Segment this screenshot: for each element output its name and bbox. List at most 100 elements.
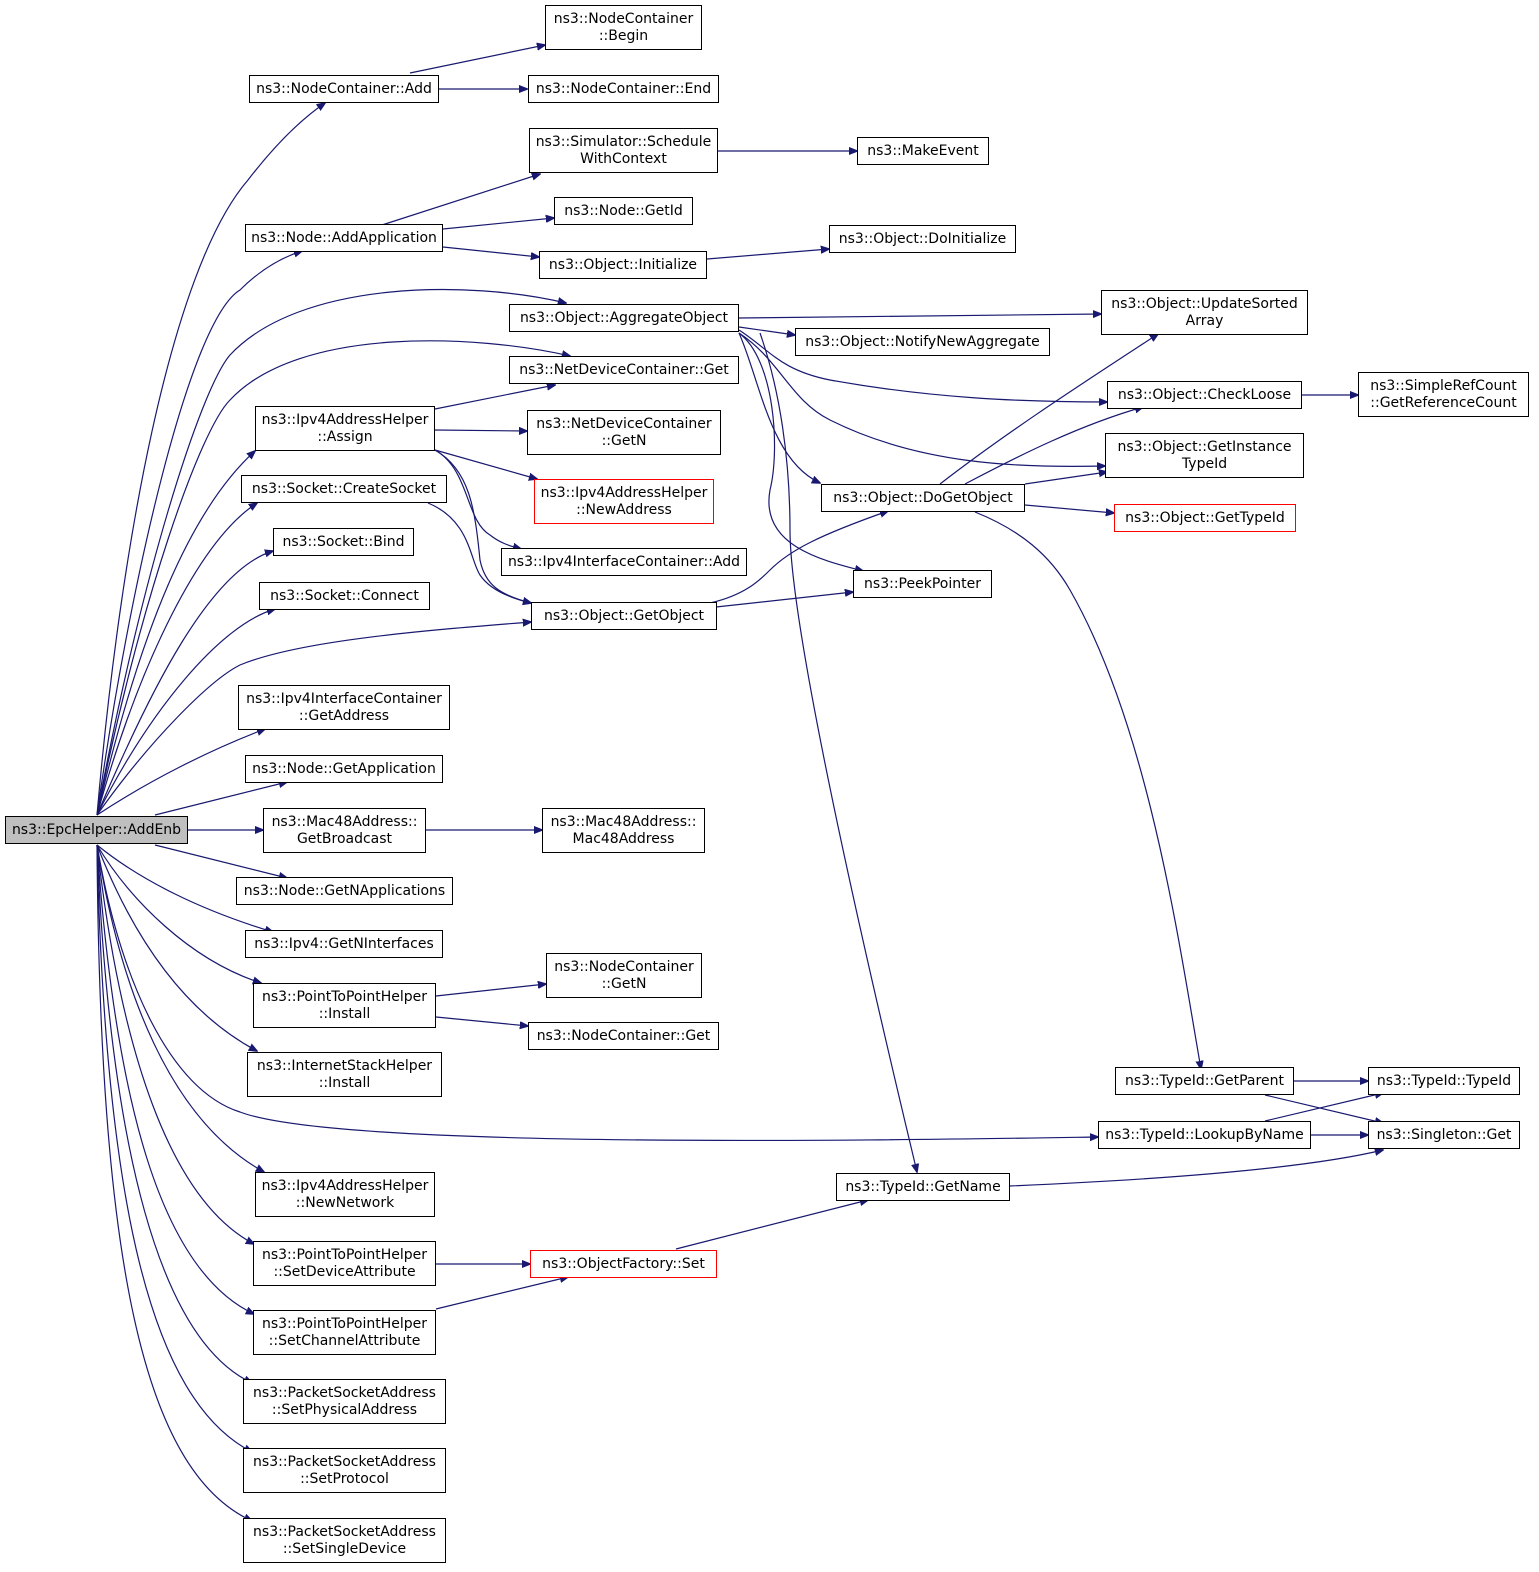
node-epchelper-addenb: ns3::EpcHelper::AddEnb <box>5 816 188 844</box>
node-packetsocketaddress-setsingledevice[interactable]: ns3::PacketSocketAddress::SetSingleDevic… <box>243 1518 446 1563</box>
node-object-getobject[interactable]: ns3::Object::GetObject <box>531 602 717 630</box>
node-label: Array <box>1185 312 1224 329</box>
node-ipv4interfacecontainer-add[interactable]: ns3::Ipv4InterfaceContainer::Add <box>501 548 747 576</box>
node-netdevicecontainer-get[interactable]: ns3::NetDeviceContainer::Get <box>509 356 739 384</box>
node-node-getnapplications[interactable]: ns3::Node::GetNApplications <box>236 877 453 905</box>
node-packetsocketaddress-setprotocol[interactable]: ns3::PacketSocketAddress::SetProtocol <box>243 1448 446 1493</box>
edge-addenb-to-pointtopointhelper-setdeviceattribute <box>96 844 254 1244</box>
node-object-gettypeid[interactable]: ns3::Object::GetTypeId <box>1114 504 1296 532</box>
node-object-notifynewaggregate[interactable]: ns3::Object::NotifyNewAggregate <box>795 328 1050 356</box>
node-pointtopointhelper-install[interactable]: ns3::PointToPointHelper::Install <box>253 983 436 1028</box>
node-peekpointer[interactable]: ns3::PeekPointer <box>853 570 992 598</box>
edge-addenb-to-pointtopointhelper-install <box>96 844 261 983</box>
node-typeid-getname[interactable]: ns3::TypeId::GetName <box>836 1173 1010 1201</box>
edge-dogetobject-to-checkloose <box>964 407 1143 485</box>
node-label: ns3::Node::AddApplication <box>251 229 437 246</box>
node-object-dogetobject[interactable]: ns3::Object::DoGetObject <box>821 484 1025 512</box>
edge-addenb-to-typeid-lookupbyname <box>96 844 1098 1140</box>
node-node-getid[interactable]: ns3::Node::GetId <box>554 197 693 225</box>
node-nodecontainer-begin[interactable]: ns3::NodeContainer::Begin <box>545 5 702 50</box>
node-label: ns3::TypeId::TypeId <box>1376 1072 1512 1089</box>
edge-addenb-to-node-addapplication <box>96 251 302 816</box>
node-label: ::SetPhysicalAddress <box>271 1401 418 1418</box>
edge-ipv4addresshelper-assign-to-netdevicecontainer-getn <box>434 430 527 431</box>
node-label: ns3::NodeContainer::Get <box>536 1027 711 1044</box>
node-label: ::NewAddress <box>576 501 672 518</box>
node-label: ns3::PeekPointer <box>864 575 981 592</box>
node-label: ns3::Socket::Bind <box>282 533 405 550</box>
node-label: ns3::Object::GetObject <box>543 607 705 624</box>
node-label: ns3::NodeContainer <box>553 10 694 27</box>
node-pointtopointhelper-setchannelattribute[interactable]: ns3::PointToPointHelper::SetChannelAttri… <box>253 1310 436 1355</box>
node-label: WithContext <box>580 150 667 167</box>
node-socket-createsocket[interactable]: ns3::Socket::CreateSocket <box>241 475 447 503</box>
edge-addenb-to-object-getobject <box>96 622 531 816</box>
node-packetsocketaddress-setphysicaladdress[interactable]: ns3::PacketSocketAddress::SetPhysicalAdd… <box>243 1379 446 1424</box>
node-label: ns3::TypeId::GetParent <box>1125 1072 1284 1089</box>
node-label: ns3::Object::UpdateSorted <box>1111 295 1298 312</box>
node-label: ns3::Simulator::Schedule <box>535 133 712 150</box>
node-label: ::GetReferenceCount <box>1370 394 1517 411</box>
edge-aggregateobject-to-dogetobject <box>738 332 820 483</box>
node-socket-connect[interactable]: ns3::Socket::Connect <box>259 582 430 610</box>
node-label: ns3::Node::GetApplication <box>252 760 436 777</box>
node-label: ns3::PointToPointHelper <box>261 1246 428 1263</box>
node-label: ns3::Ipv4AddressHelper <box>261 1177 429 1194</box>
node-singleton-get[interactable]: ns3::Singleton::Get <box>1368 1121 1520 1149</box>
node-label: ns3::PointToPointHelper <box>261 988 428 1005</box>
edge-dogetobject-to-updatesortedarray <box>939 334 1158 485</box>
node-nodecontainer-end[interactable]: ns3::NodeContainer::End <box>528 75 719 103</box>
node-label: ::SetProtocol <box>300 1470 389 1487</box>
node-ipv4addresshelper-assign[interactable]: ns3::Ipv4AddressHelper::Assign <box>255 406 435 451</box>
edge-node-addapplication-to-node-getid <box>442 218 554 230</box>
node-object-initialize[interactable]: ns3::Object::Initialize <box>539 251 707 279</box>
node-node-addapplication[interactable]: ns3::Node::AddApplication <box>245 224 443 252</box>
node-simplerefcount-getreferencecount[interactable]: ns3::SimpleRefCount::GetReferenceCount <box>1358 372 1529 417</box>
node-netdevicecontainer-getn[interactable]: ns3::NetDeviceContainer::GetN <box>527 410 721 455</box>
node-nodecontainer-get[interactable]: ns3::NodeContainer::Get <box>528 1022 719 1050</box>
node-label: ::GetN <box>601 432 647 449</box>
node-label: TypeId <box>1181 455 1228 472</box>
node-ipv4addresshelper-newnetwork[interactable]: ns3::Ipv4AddressHelper::NewNetwork <box>255 1172 435 1217</box>
node-ipv4-getninterfaces[interactable]: ns3::Ipv4::GetNInterfaces <box>245 930 443 958</box>
node-label: ns3::Mac48Address:: <box>271 813 418 830</box>
node-ipv4addresshelper-newaddress[interactable]: ns3::Ipv4AddressHelper::NewAddress <box>534 479 714 524</box>
node-nodecontainer-add[interactable]: ns3::NodeContainer::Add <box>249 75 439 103</box>
node-label: ns3::ObjectFactory::Set <box>542 1255 705 1272</box>
node-typeid-typeid[interactable]: ns3::TypeId::TypeId <box>1368 1067 1520 1095</box>
edge-pointtopointhelper-install-to-nodecontainer-get <box>435 1016 528 1026</box>
edge-addenb-to-packetsocketaddress-setphysicaladdress <box>96 844 252 1383</box>
node-object-checkloose[interactable]: ns3::Object::CheckLoose <box>1107 381 1302 409</box>
node-label: ns3::PacketSocketAddress <box>253 1453 436 1470</box>
node-pointtopointhelper-setdeviceattribute[interactable]: ns3::PointToPointHelper::SetDeviceAttrib… <box>253 1241 436 1286</box>
edge-addenb-to-pointtopointhelper-setchannelattribute <box>96 844 254 1314</box>
node-label: ns3::TypeId::GetName <box>845 1178 1001 1195</box>
node-nodecontainer-getn[interactable]: ns3::NodeContainer::GetN <box>546 953 702 998</box>
node-makeevent[interactable]: ns3::MakeEvent <box>857 137 989 165</box>
edge-object-initialize-to-doinitialize <box>706 249 829 260</box>
node-object-doinitialize[interactable]: ns3::Object::DoInitialize <box>829 225 1016 253</box>
node-typeid-getparent[interactable]: ns3::TypeId::GetParent <box>1115 1067 1294 1095</box>
node-label: ns3::TypeId::LookupByName <box>1105 1126 1304 1143</box>
node-label: ns3::NetDeviceContainer <box>536 415 712 432</box>
edge-object-getobject-to-peekpointer <box>715 592 853 608</box>
node-socket-bind[interactable]: ns3::Socket::Bind <box>273 528 414 556</box>
edge-node-addapplication-to-scheduledwithcontext <box>381 174 540 226</box>
edge-addenb-to-ipv4addresshelper-assign <box>96 451 255 816</box>
node-label: ns3::Object::NotifyNewAggregate <box>805 333 1040 350</box>
node-ipv4interfacecontainer-getaddress[interactable]: ns3::Ipv4InterfaceContainer::GetAddress <box>238 685 450 730</box>
node-label: ns3::NodeContainer <box>554 958 694 975</box>
node-objectfactory-set[interactable]: ns3::ObjectFactory::Set <box>530 1250 717 1278</box>
node-typeid-lookupbyname[interactable]: ns3::TypeId::LookupByName <box>1098 1121 1311 1149</box>
edge-typeid-lookupbyname-to-typeid-typeid <box>1264 1093 1383 1122</box>
node-mac48address-mac48address[interactable]: ns3::Mac48Address::Mac48Address <box>542 808 705 853</box>
node-object-aggregateobject[interactable]: ns3::Object::AggregateObject <box>509 304 739 332</box>
node-internetstackhelper-install[interactable]: ns3::InternetStackHelper::Install <box>247 1052 442 1097</box>
edge-addenb-to-socket-bind <box>96 551 273 816</box>
node-label: ns3::Ipv4::GetNInterfaces <box>254 935 434 952</box>
node-mac48address-getbroadcast[interactable]: ns3::Mac48Address::GetBroadcast <box>263 808 426 853</box>
node-node-getapplication[interactable]: ns3::Node::GetApplication <box>245 755 443 783</box>
